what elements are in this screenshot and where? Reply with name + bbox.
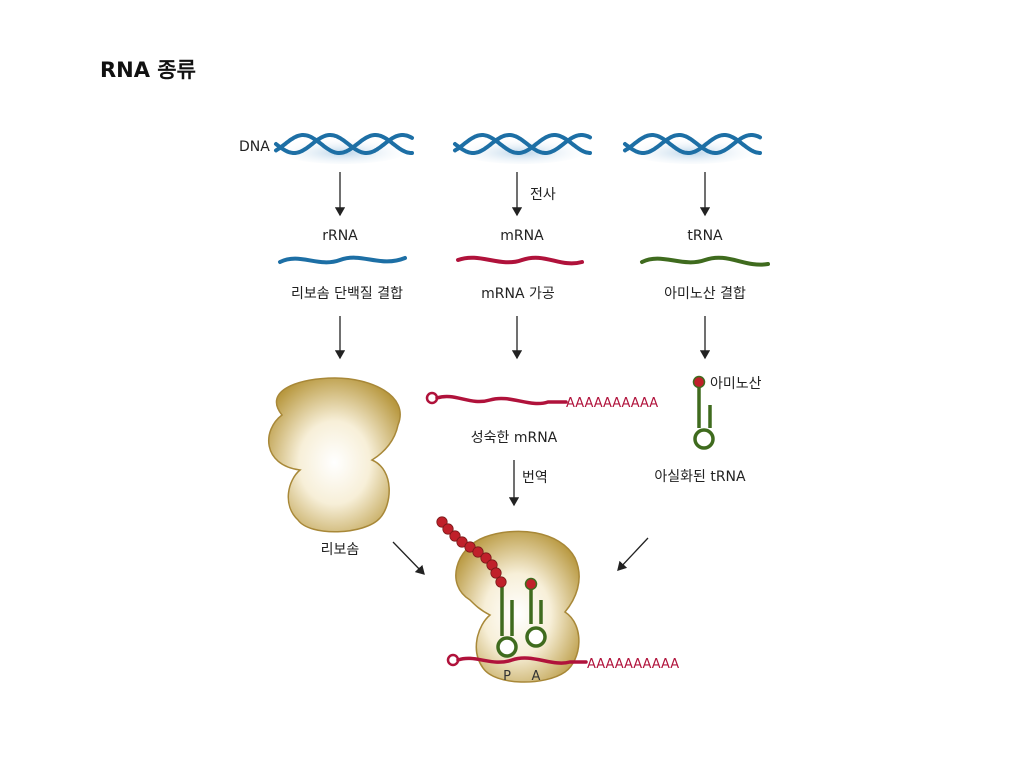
dna-helix-rrna — [274, 133, 414, 164]
slide-title: RNA 종류 — [100, 58, 196, 82]
rrna-step-label: 리보솜 단백질 결합 — [291, 286, 403, 302]
amino-acid-bead — [442, 523, 454, 535]
mrna-label: mRNA — [500, 228, 544, 244]
ribosome-free — [268, 377, 401, 533]
mrna-strand — [456, 255, 584, 266]
rrna-strand — [278, 255, 407, 265]
p-site-label: P — [503, 669, 511, 684]
ribosome-translating — [455, 530, 580, 683]
dna-label: DNA — [239, 139, 270, 155]
ribosome-polya-tail: AAAAAAAAAA — [587, 657, 679, 672]
a-site-label: A — [532, 669, 541, 684]
amino-acid-dot — [692, 375, 706, 389]
trna-strand — [640, 255, 770, 267]
trna-a-site — [524, 577, 547, 648]
trna-step-label: 아미노산 결합 — [664, 286, 746, 302]
amino-acid-bead — [472, 546, 484, 558]
amino-acid-bead — [495, 576, 507, 588]
translation-label: 번역 — [522, 470, 548, 486]
trna-p-site — [496, 584, 518, 658]
amino-acid-bead — [464, 541, 476, 553]
transcription-label: 전사 — [530, 187, 556, 203]
amino-acid-bead — [456, 536, 468, 548]
ribosome-label: 리보솜 — [321, 542, 360, 558]
charged-trna — [692, 375, 715, 450]
charged-trna-label: 아실화된 tRNA — [654, 469, 746, 485]
mrna-step-label: mRNA 가공 — [481, 286, 555, 302]
ribosome-mrna-strand — [456, 656, 588, 665]
mature-mrna — [425, 391, 568, 406]
trna-label: tRNA — [687, 228, 723, 244]
arrow-ribosome-to-complex — [392, 541, 425, 575]
mrna-polya-tail: AAAAAAAAAA — [566, 396, 658, 411]
dna-helix-trna — [623, 133, 762, 164]
amino-acid-bead — [490, 567, 502, 579]
amino-acid-label: 아미노산 — [710, 376, 762, 392]
polypeptide-chain — [436, 516, 507, 588]
rrna-label: rRNA — [322, 228, 358, 244]
dna-helix-mrna — [453, 133, 592, 164]
mature-mrna-label: 성숙한 mRNA — [471, 430, 558, 446]
arrow-trna-to-complex — [617, 537, 649, 571]
